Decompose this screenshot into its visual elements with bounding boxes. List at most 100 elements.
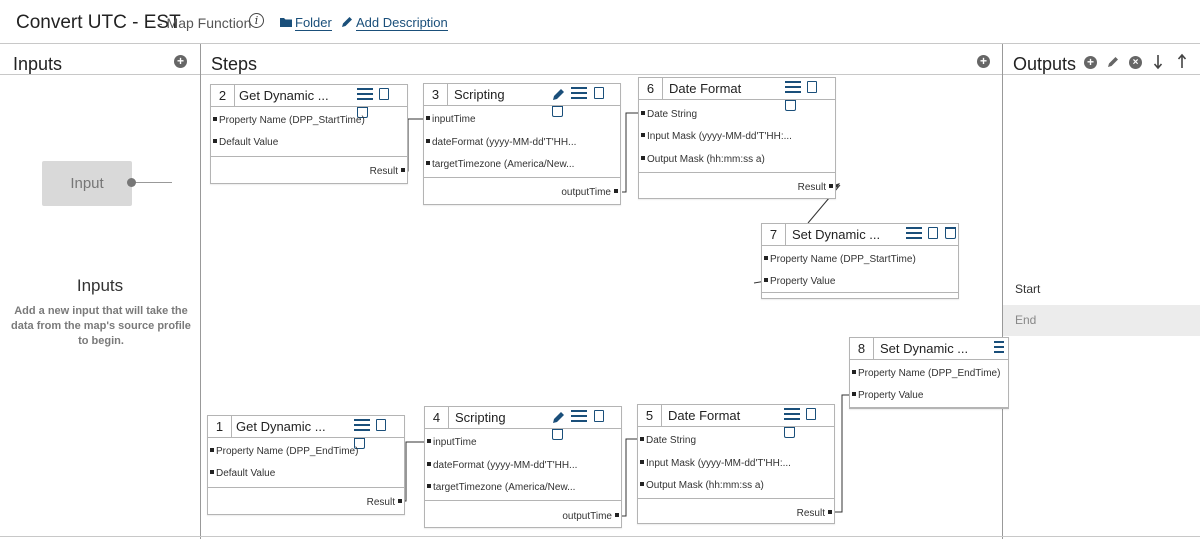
trash-icon[interactable]: [552, 105, 563, 117]
step-field[interactable]: Default Value: [213, 137, 278, 148]
step-field[interactable]: dateFormat (yyyy-MM-dd'T'HH...: [426, 137, 576, 148]
step-field[interactable]: Property Name (DPP_StartTime): [213, 115, 365, 126]
inputs-header-label: Inputs: [13, 54, 63, 74]
list-icon[interactable]: [785, 81, 801, 94]
outputs-header: Outputs + ×: [1003, 45, 1200, 75]
step-field[interactable]: targetTimezone (America/New...: [427, 482, 575, 493]
step-number: 5: [638, 405, 662, 426]
copy-icon[interactable]: [593, 410, 604, 422]
info-icon[interactable]: i: [249, 13, 264, 28]
step-number: 3: [424, 84, 448, 105]
input-node[interactable]: Input: [42, 161, 132, 206]
trash-icon[interactable]: [944, 227, 956, 239]
inputs-empty-help: Add a new input that will take the data …: [11, 305, 191, 347]
page-header: Convert UTC - EST - Map Function i Folde…: [0, 0, 1200, 44]
list-icon[interactable]: [571, 410, 588, 423]
step-number: 4: [425, 407, 449, 428]
copy-icon[interactable]: [376, 419, 387, 431]
step-field[interactable]: Property Name (DPP_EndTime): [852, 368, 1000, 379]
step-card-header: 6 Date Format: [639, 78, 835, 111]
add-output-icon[interactable]: +: [1084, 56, 1097, 69]
step-actions: [785, 81, 835, 111]
page-title: Convert UTC - EST: [16, 12, 181, 33]
step-output[interactable]: outputTime: [561, 187, 618, 198]
step-output[interactable]: Result: [370, 166, 405, 177]
step-field[interactable]: Date String: [641, 109, 697, 120]
step-field[interactable]: inputTime: [426, 114, 476, 125]
list-icon[interactable]: [571, 87, 588, 100]
trash-icon[interactable]: [552, 428, 563, 440]
outputs-header-label: Outputs: [1013, 54, 1077, 74]
output-item-end[interactable]: End: [1003, 305, 1200, 336]
step-actions: [994, 341, 1012, 356]
add-input-icon[interactable]: +: [174, 55, 187, 68]
trash-icon[interactable]: [357, 106, 368, 118]
step-field[interactable]: targetTimezone (America/New...: [426, 159, 574, 170]
copy-icon[interactable]: [928, 227, 939, 239]
add-description-link[interactable]: Add Description: [356, 15, 448, 31]
step-card-6[interactable]: 6 Date Format Date String Input Mask (yy…: [638, 77, 836, 199]
step-field[interactable]: Property Name (DPP_EndTime): [210, 446, 358, 457]
step-field[interactable]: inputTime: [427, 437, 477, 448]
step-field[interactable]: Input Mask (yyyy-MM-dd'T'HH:...: [641, 131, 792, 142]
copy-icon[interactable]: [806, 408, 817, 420]
step-card-1[interactable]: 1 Get Dynamic ... Property Name (DPP_End…: [207, 415, 405, 515]
step-name: Get Dynamic ...: [239, 88, 329, 103]
step-actions: [354, 419, 404, 449]
step-field[interactable]: Property Value: [764, 276, 835, 287]
copy-icon[interactable]: [593, 87, 604, 99]
output-item-start[interactable]: Start: [1015, 282, 1041, 296]
folder-icon[interactable]: [280, 17, 292, 27]
step-card-header: 5 Date Format: [638, 405, 834, 438]
trash-icon[interactable]: [784, 426, 795, 438]
step-actions: [357, 88, 407, 118]
step-name: Set Dynamic ...: [880, 341, 969, 356]
arrow-down-icon[interactable]: [1153, 54, 1163, 70]
step-field[interactable]: Property Value: [852, 390, 923, 401]
input-connector-dot[interactable]: [127, 178, 136, 187]
step-field[interactable]: Output Mask (hh:mm:ss a): [641, 154, 765, 165]
step-output[interactable]: Result: [367, 497, 402, 508]
step-actions: [552, 87, 620, 117]
step-card-7[interactable]: 7 Set Dynamic ... Property Name (DPP_Sta…: [761, 223, 959, 299]
step-field[interactable]: dateFormat (yyyy-MM-dd'T'HH...: [427, 460, 577, 471]
pencil-icon[interactable]: [1107, 56, 1119, 68]
step-field[interactable]: Default Value: [210, 468, 275, 479]
input-connector-line: [134, 182, 172, 183]
folder-link[interactable]: Folder: [295, 15, 332, 31]
step-field[interactable]: Property Name (DPP_StartTime): [764, 254, 916, 265]
pencil-icon[interactable]: [552, 87, 565, 100]
step-field[interactable]: Date String: [640, 435, 696, 446]
trash-icon[interactable]: [354, 437, 365, 449]
connector-1-4: [404, 441, 424, 502]
step-output[interactable]: Result: [798, 182, 833, 193]
list-icon[interactable]: [906, 227, 922, 240]
step-card-5[interactable]: 5 Date Format Date String Input Mask (yy…: [637, 404, 835, 524]
steps-outputs-divider: [1002, 44, 1003, 539]
step-card-8[interactable]: 8 Set Dynamic ... Property Name (DPP_End…: [849, 337, 1009, 409]
step-card-3[interactable]: 3 Scripting inputTime dateFormat (yyyy-M…: [423, 83, 621, 205]
trash-icon[interactable]: [785, 99, 796, 111]
step-name: Date Format: [669, 81, 742, 96]
list-icon[interactable]: [354, 419, 370, 432]
step-output[interactable]: Result: [797, 508, 832, 519]
pencil-icon[interactable]: [552, 410, 565, 423]
step-field[interactable]: Output Mask (hh:mm:ss a): [640, 480, 764, 491]
list-icon[interactable]: [784, 408, 800, 421]
arrow-up-icon[interactable]: [1177, 53, 1187, 69]
add-step-icon[interactable]: +: [977, 55, 990, 68]
step-actions: [552, 410, 621, 440]
list-icon[interactable]: [994, 341, 1010, 354]
copy-icon[interactable]: [379, 88, 390, 100]
step-number: 8: [850, 338, 874, 359]
step-card-2[interactable]: 2 Get Dynamic ... Property Name (DPP_Sta…: [210, 84, 408, 184]
pencil-icon[interactable]: [341, 16, 353, 28]
copy-icon[interactable]: [807, 81, 818, 93]
close-circle-icon[interactable]: ×: [1129, 56, 1142, 69]
step-number: 1: [208, 416, 232, 437]
step-card-4[interactable]: 4 Scripting inputTime dateFormat (yyyy-M…: [424, 406, 622, 528]
step-field[interactable]: Input Mask (yyyy-MM-dd'T'HH:...: [640, 458, 791, 469]
list-icon[interactable]: [357, 88, 373, 101]
step-output[interactable]: outputTime: [562, 511, 619, 522]
